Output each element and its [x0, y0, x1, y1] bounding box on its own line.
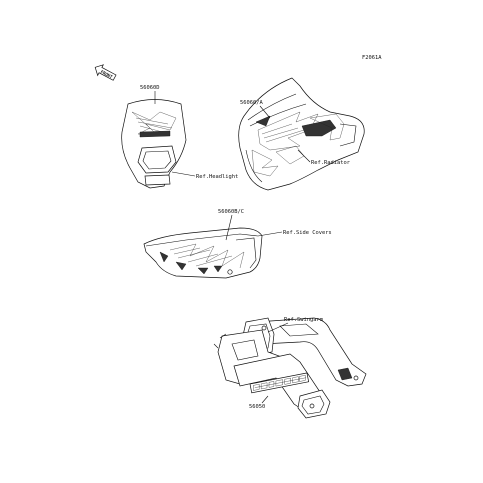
leader-56050	[261, 395, 269, 404]
side-cover-decal	[143, 227, 263, 279]
label-ref-swingarm: Ref.Swingarm	[284, 317, 323, 323]
radiator-shroud-decal	[238, 77, 365, 191]
figure-id: F2061A	[362, 55, 382, 61]
label-56060A: 56060/A	[240, 100, 263, 106]
leader-ref-radiator	[297, 149, 311, 163]
leader-56060A	[259, 105, 271, 119]
label-ref-radiator: Ref.Radiator	[311, 160, 351, 166]
headlight-plate-decal	[121, 99, 187, 189]
label-56050: 56050	[249, 404, 265, 410]
front-label: FRONT	[100, 69, 114, 80]
label-ref-headlight: Ref.Headlight	[196, 174, 238, 180]
label-56060D: 56060D	[140, 85, 159, 91]
front-arrow-icon: FRONT	[94, 64, 117, 81]
leader-ref-headlight	[171, 171, 196, 177]
swingarm-part	[213, 317, 367, 419]
label-ref-side-covers: Ref.Side Covers	[283, 230, 332, 236]
leader-ref-side-covers	[257, 231, 283, 237]
leader-ref-swingarm	[267, 322, 289, 333]
leader-56060BC	[225, 214, 233, 241]
swingarm-decal	[249, 372, 310, 394]
label-56060BC: 56060B/C	[218, 209, 244, 215]
